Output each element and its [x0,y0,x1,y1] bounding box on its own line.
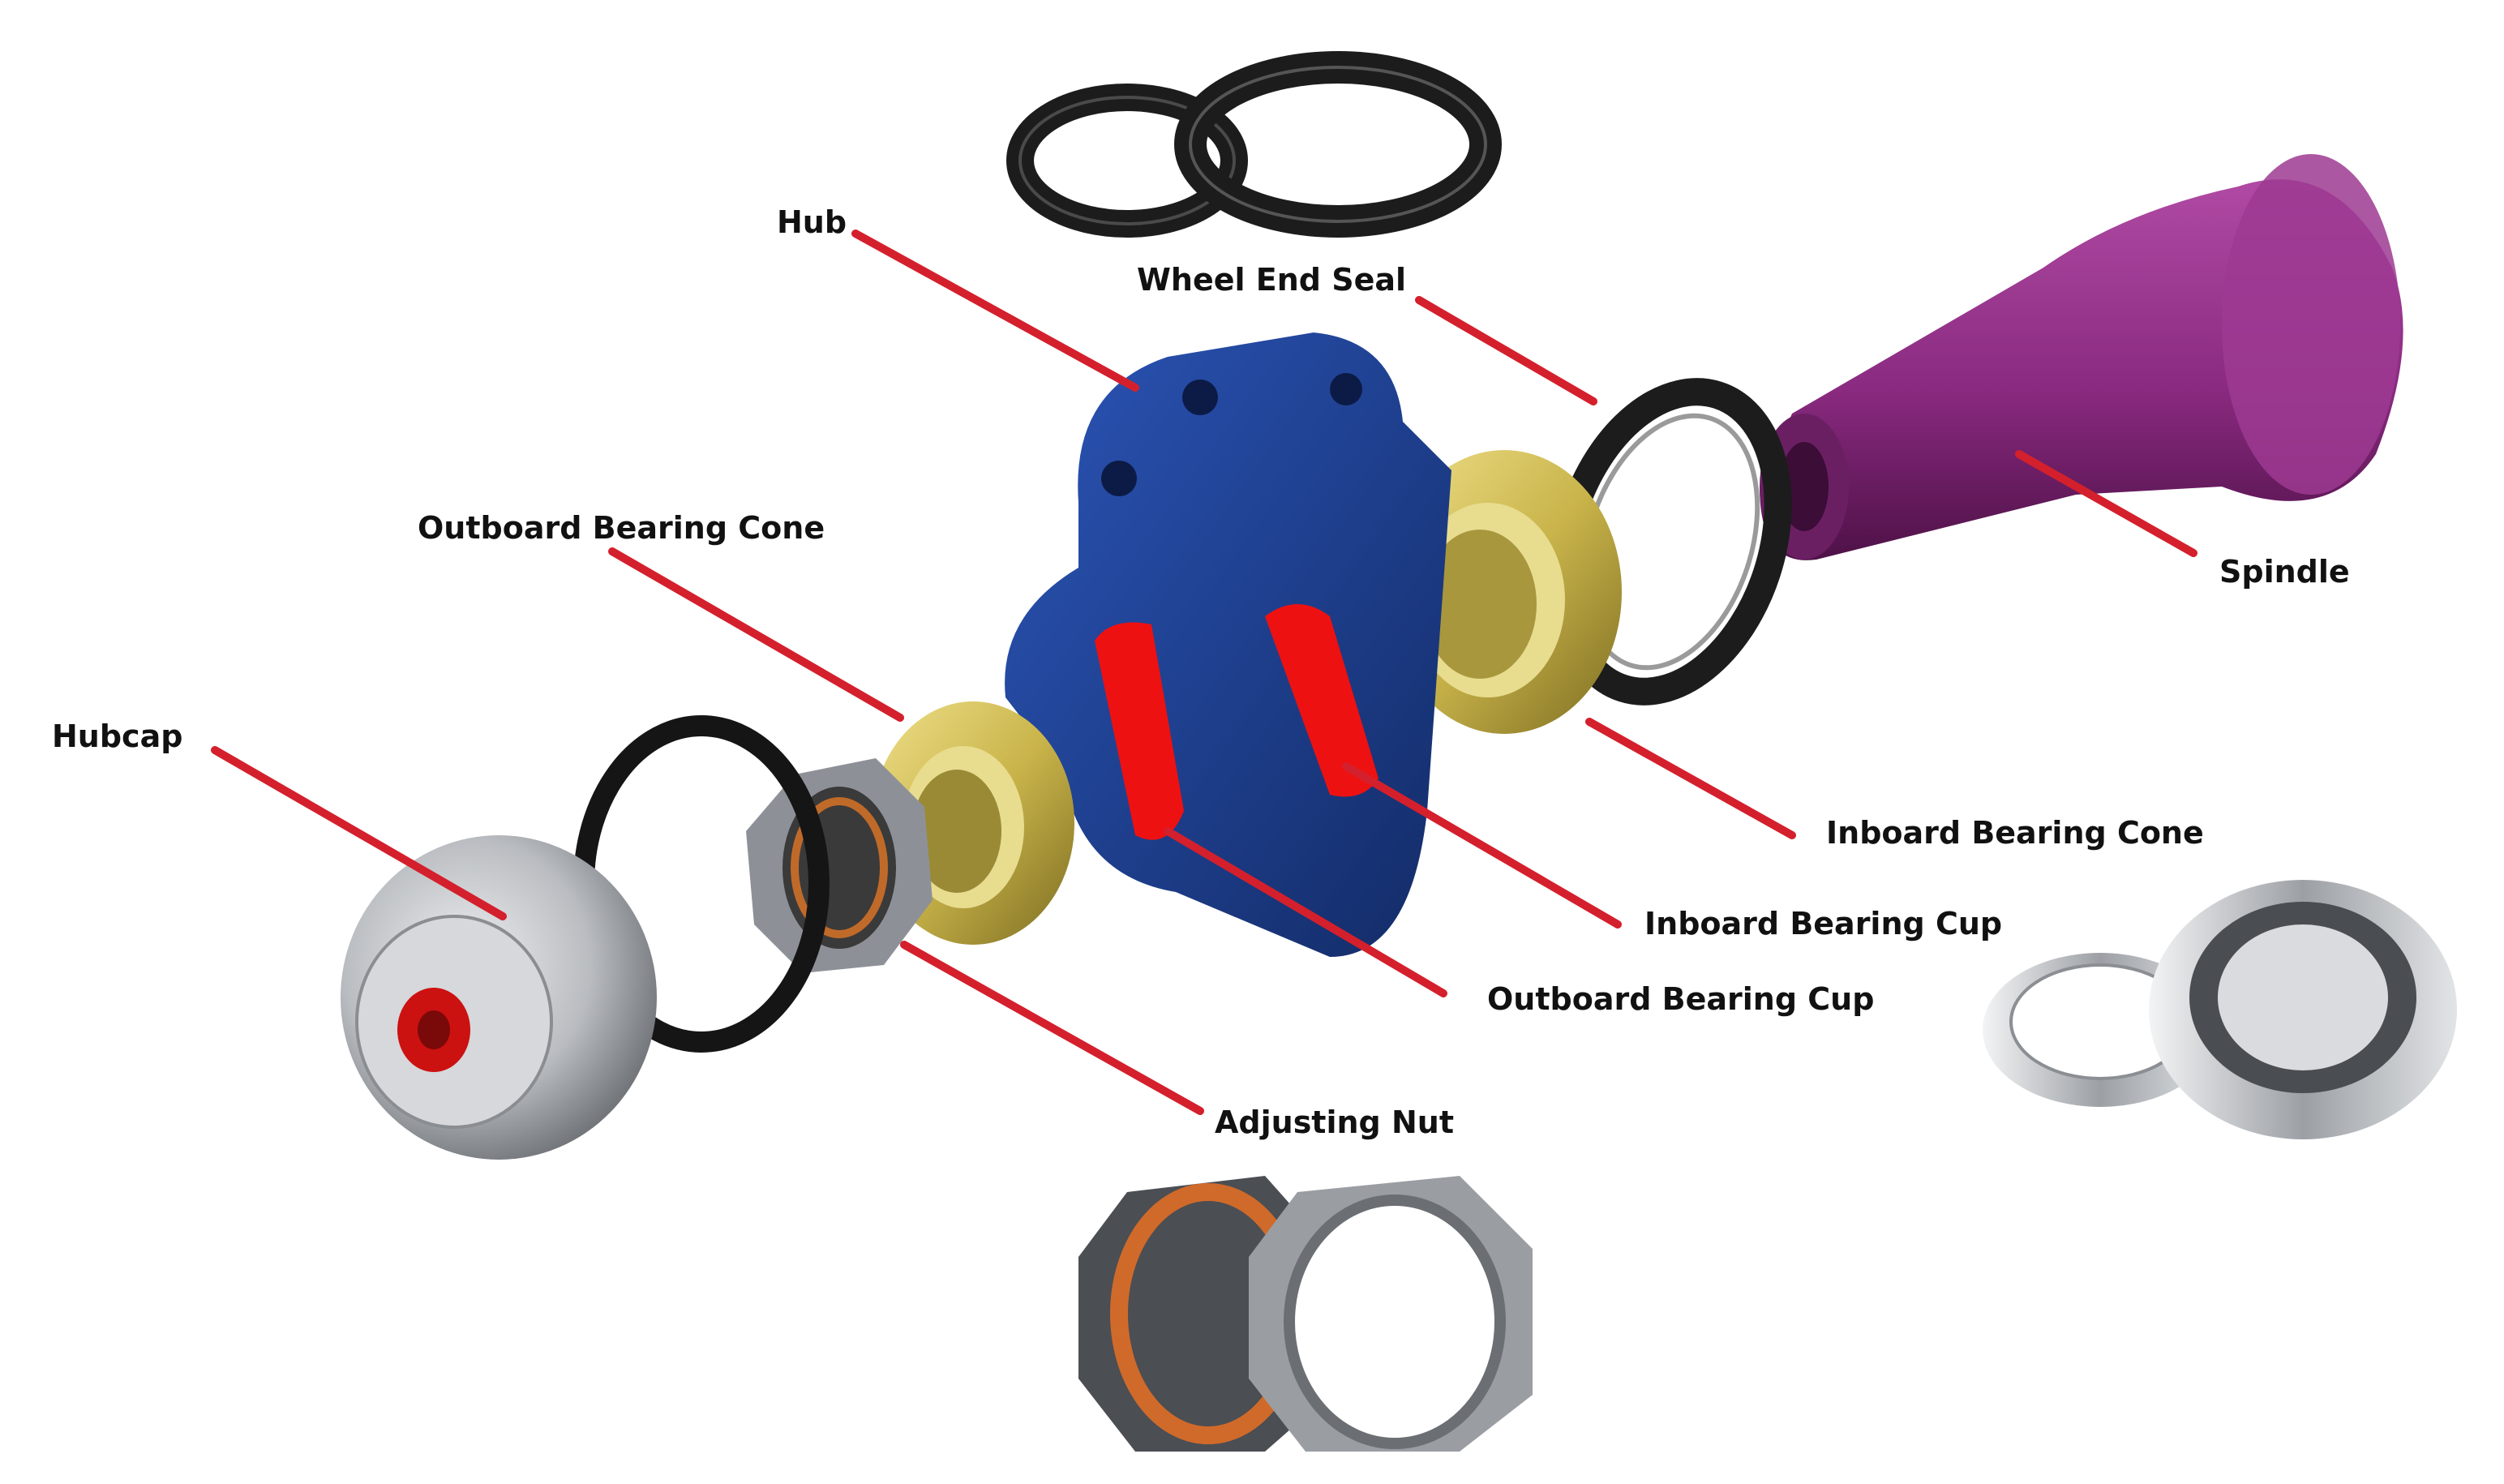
leader-line-spindle [2015,450,2197,557]
hubcap-illustration [341,835,657,1160]
label-hub: Hub [777,204,847,240]
leader-line-hub [851,229,1139,392]
spindle-illustration [1760,154,2403,560]
leader-line-outboard-bearing-cone [608,547,904,722]
label-adjusting-nut: Adjusting Nut [1215,1104,1455,1140]
label-outboard-bearing-cup: Outboard Bearing Cup [1487,981,1875,1017]
seal-pair-illustration [1006,51,1502,238]
leader-line-inboard-bearing-cup [1342,762,1622,929]
leader-line-hubcap [211,746,507,920]
leader-lines [211,229,2197,1115]
bearing-set-illustration [1983,880,2457,1139]
label-wheel-end-seal: Wheel End Seal [1137,262,1407,298]
hub-illustration [1005,332,1451,957]
label-spindle: Spindle [2219,554,2350,590]
leader-line-outboard-bearing-cup [1164,827,1447,997]
label-inboard-bearing-cup: Inboard Bearing Cup [1644,906,2003,941]
label-outboard-bearing-cone: Outboard Bearing Cone [418,510,825,546]
label-inboard-bearing-cone: Inboard Bearing Cone [1826,815,2204,851]
leader-line-adjusting-nut [900,941,1204,1115]
leader-line-wheel-end-seal [1415,296,1597,405]
adjusting-nut-set-illustration [1078,1176,1533,1452]
leader-line-inboard-bearing-cone [1585,718,1796,839]
label-hubcap: Hubcap [52,718,183,754]
